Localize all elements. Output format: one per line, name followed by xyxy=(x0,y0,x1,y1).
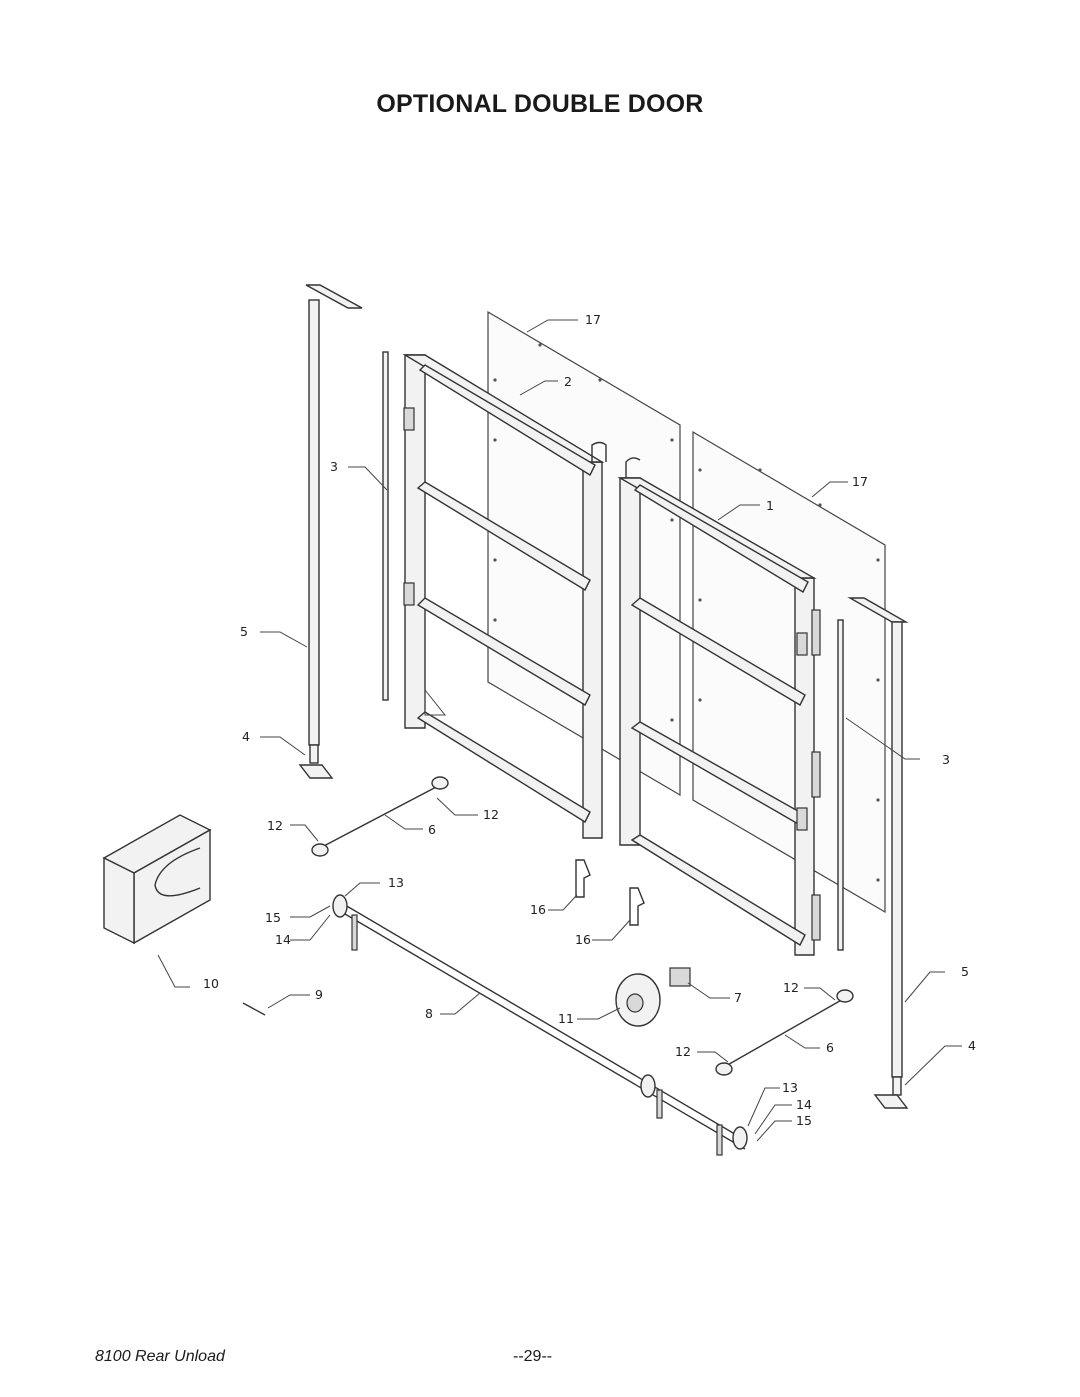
callout-12c: 12 xyxy=(783,980,799,995)
callout-9: 9 xyxy=(315,987,323,1002)
right-door-frame xyxy=(617,457,821,956)
leader-lines xyxy=(157,319,962,1142)
air-chamber xyxy=(615,973,661,1027)
callout-5a: 5 xyxy=(240,624,248,639)
back-panel-right xyxy=(692,430,886,914)
callout-3b: 3 xyxy=(942,752,950,767)
turnbuckle-upper xyxy=(311,776,449,857)
left-rod xyxy=(382,351,389,701)
left-post xyxy=(298,284,363,779)
callout-17a: 17 xyxy=(585,312,601,327)
callout-2: 2 xyxy=(564,374,572,389)
valve xyxy=(669,967,691,987)
left-door-frame xyxy=(402,354,607,839)
callout-1: 1 xyxy=(766,498,774,513)
turnbuckle-lower xyxy=(715,989,854,1076)
callout-3a: 3 xyxy=(330,459,338,474)
page-title: OPTIONAL DOUBLE DOOR xyxy=(376,90,704,118)
callout-6b: 6 xyxy=(826,1040,834,1055)
callout-4a: 4 xyxy=(242,729,250,744)
cover-box xyxy=(102,814,212,945)
latch-bracket-b xyxy=(629,887,645,926)
callout-14b: 14 xyxy=(796,1097,812,1112)
callout-12d: 12 xyxy=(675,1044,691,1059)
callout-7: 7 xyxy=(734,990,742,1005)
panel-dots xyxy=(493,343,880,882)
callout-12a: 12 xyxy=(267,818,283,833)
callout-17b: 17 xyxy=(852,474,868,489)
callout-6a: 6 xyxy=(428,822,436,837)
latch-bracket-a xyxy=(575,859,591,898)
cross-shaft xyxy=(332,894,748,1156)
right-rod xyxy=(837,619,844,951)
footer-doc-label: 8100 Rear Unload xyxy=(95,1348,225,1365)
callout-14a: 14 xyxy=(275,932,291,947)
callout-12b: 12 xyxy=(483,807,499,822)
callout-16b: 16 xyxy=(575,932,591,947)
callout-13a: 13 xyxy=(388,875,404,890)
footer-page-number: --29-- xyxy=(513,1348,553,1365)
callout-15b: 15 xyxy=(796,1113,812,1128)
callout-11: 11 xyxy=(558,1011,574,1026)
callout-13b: 13 xyxy=(782,1080,798,1095)
callout-4b: 4 xyxy=(968,1038,976,1053)
callout-5b: 5 xyxy=(961,964,969,979)
callout-labels: 17 2 3 17 1 5 4 3 12 12 6 13 15 14 16 16… xyxy=(203,312,976,1128)
pin xyxy=(242,1002,266,1016)
right-post xyxy=(847,597,909,1109)
callout-16a: 16 xyxy=(530,902,546,917)
callout-8: 8 xyxy=(425,1006,433,1021)
callout-15a: 15 xyxy=(265,910,281,925)
callout-10: 10 xyxy=(203,976,219,991)
